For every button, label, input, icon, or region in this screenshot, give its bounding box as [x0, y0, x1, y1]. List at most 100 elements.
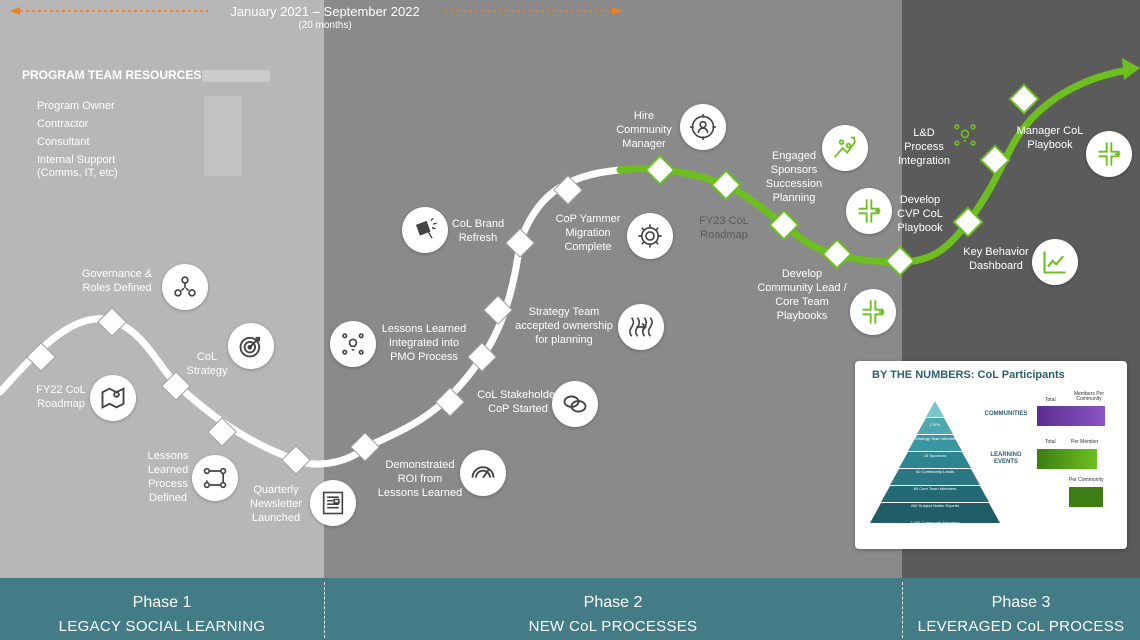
label-stakeholder: CoL Stakeholder CoP Started [477, 389, 559, 415]
cvp-playbook-icon [846, 188, 892, 234]
dashboard-chart-icon [1032, 239, 1078, 285]
pyramid-tier-7 [870, 503, 1000, 523]
resource-item: Contractor [37, 118, 89, 130]
milestone-diamond-sponsors [768, 209, 800, 241]
milestone-diamond-fy23 [710, 169, 742, 201]
migration-gear-icon [627, 213, 673, 259]
pyramid-label: 60 Community Leads [916, 469, 954, 474]
lightbulb-network-icon [330, 321, 376, 367]
label-key-behavior: Key Behavior Dashboard [963, 246, 1029, 272]
phase-footer [0, 578, 1140, 640]
climbing-sponsors-icon [822, 125, 868, 171]
pyramid-tier-3 [908, 435, 962, 451]
pyramid-tier-6 [881, 486, 989, 502]
target-icon [228, 323, 274, 369]
learning-bar [1037, 449, 1097, 469]
resource-item: Internal Support (Comms, IT, etc) [37, 154, 118, 179]
pyramid-tier-1 [926, 401, 944, 417]
milestone-diamond-lessons-process [207, 417, 237, 447]
col-total: Total [1045, 397, 1056, 403]
resource-item: Program Owner [37, 100, 115, 112]
timeline-header: January 2021 – September 2022 (20 months… [0, 4, 650, 31]
phase-number: Phase 1 [132, 594, 192, 611]
phase-number: Phase 3 [991, 594, 1051, 611]
label-yammer: CoP Yammer Migration Complete [555, 213, 621, 253]
milestone-diamond-ld [979, 144, 1011, 176]
newsletter-icon [310, 480, 356, 526]
learning-events-label: LEARNING EVENTS [990, 452, 1022, 465]
col-members-per: Members Per Community [1073, 391, 1104, 402]
col-per-community: Per Community [1069, 477, 1104, 483]
participants-pyramid [870, 401, 1000, 523]
brand-refresh-icon [402, 207, 448, 253]
label-fy22-roadmap: FY22 CoL Roadmap [36, 384, 86, 410]
resources-title: PROGRAM TEAM RESOURCES - [22, 68, 209, 82]
pyramid-tier-2 [917, 418, 953, 434]
pyramid-label: 3,265 Community Members [910, 520, 960, 525]
phase-1: Phase 1 LEGACY SOCIAL LEARNING [0, 578, 324, 640]
pyramid-tier-4 [899, 452, 971, 468]
left-arrow-head [10, 7, 20, 15]
label-cvp-playbook: Develop CVP CoL Playbook [897, 194, 943, 234]
label-community-lead: Develop Community Lead / Core Team Playb… [757, 268, 847, 322]
manager-playbook-icon [1086, 131, 1132, 177]
timeline-svg [0, 7, 1140, 475]
milestone-diamond-stakeholder [435, 387, 465, 417]
communities-bar [1037, 406, 1105, 426]
label-hire-manager: Hire Community Manager [616, 110, 672, 150]
date-range: January 2021 – September 2022 [230, 4, 420, 19]
phase-number: Phase 2 [583, 594, 643, 611]
playbook-path-icon [850, 289, 896, 335]
pyramid-label: CVPs [929, 422, 941, 427]
chat-bubbles-icon [552, 381, 598, 427]
label-strategy-team: Strategy Team accepted ownership for pla… [515, 306, 613, 346]
per-community-bar [1069, 487, 1103, 507]
roi-gauge-icon [460, 450, 506, 496]
milestone-diamond-newsletter [281, 445, 311, 475]
col-total: Total [1045, 439, 1056, 445]
label-lessons-process: Lessons Learned Process Defined [147, 450, 189, 504]
duration: (20 months) [298, 20, 352, 31]
phase-divider [324, 582, 325, 638]
resources-list: Program Owner Contractor Consultant Inte… [37, 97, 118, 180]
milestone-diamond-strategy [161, 371, 191, 401]
map-icon [90, 375, 136, 421]
hire-manager-icon [680, 104, 726, 150]
resource-item: Consultant [37, 136, 90, 148]
milestone-diamond-roi [350, 432, 380, 462]
right-arrow-head [612, 7, 622, 15]
pyramid-label: 260 Subject Matter Experts [910, 503, 960, 508]
milestone-diamond-yammer [553, 175, 583, 205]
ownership-icon [618, 304, 664, 350]
col-per-member: Per Member [1071, 439, 1099, 445]
label-sponsors: Engaged Sponsors Succession Planning [765, 150, 823, 204]
pyramid-label: 5 Strategy Team Members [911, 436, 959, 441]
phase-2: Phase 2 NEW CoL PROCESSES [324, 578, 902, 640]
milestone-diamond-lessons-pmo [467, 342, 497, 372]
phase-divider [902, 582, 903, 638]
communities-label: COMMUNITIES [984, 411, 1028, 417]
label-manager-playbook: Manager CoL Playbook [1016, 125, 1084, 151]
milestone-diamond-cvp [884, 245, 916, 277]
phase-title: NEW CoL PROCESSES [528, 618, 698, 635]
label-col-strategy: CoL Strategy [186, 351, 228, 377]
phase-3: Phase 3 LEVERAGED CoL PROCESS [902, 578, 1140, 640]
phase-title: LEVERAGED CoL PROCESS [917, 618, 1125, 635]
label-fy23-roadmap: FY23 CoL Roadmap [699, 215, 749, 241]
redacted-block [204, 96, 242, 176]
label-roi: Demonstrated ROI from Lessons Learned [377, 459, 463, 499]
label-ld-process: L&D Process Integration [898, 127, 950, 167]
ld-integration-icon [942, 112, 988, 158]
milestone-diamond-community-lead [821, 238, 853, 270]
by-the-numbers-panel: BY THE NUMBERS: CoL Participants CVPs 5 … [855, 361, 1127, 549]
milestone-diamond-strategy-team [483, 295, 513, 325]
redacted-name [202, 70, 270, 82]
process-flow-icon [192, 455, 238, 501]
milestone-diamond-fy22 [26, 342, 56, 372]
label-lessons-pmo: Lessons Learned Integrated into PMO Proc… [381, 323, 467, 363]
numbers-title: BY THE NUMBERS: CoL Participants [872, 369, 1065, 381]
pyramid-label: 18 Sponsors [923, 453, 947, 458]
milestone-diamond-manager [1008, 83, 1040, 115]
pyramid-label: 80 Core Team Members [913, 486, 957, 491]
team-roles-icon [162, 264, 208, 310]
